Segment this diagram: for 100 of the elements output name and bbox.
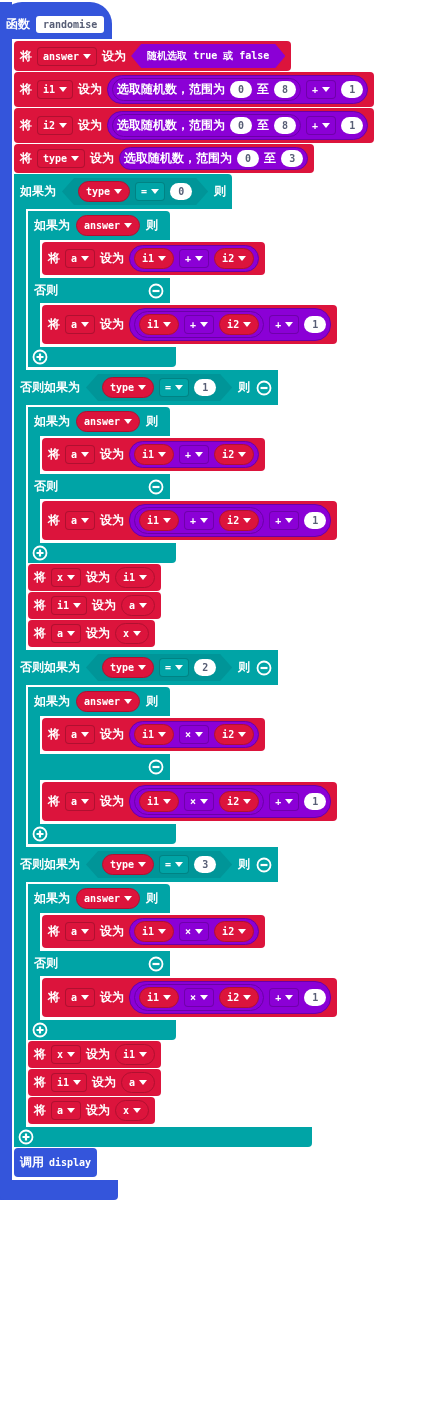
set-block <box>28 1041 162 1068</box>
block-label: 将 <box>34 1102 46 1119</box>
variable-dropdown: i1 <box>134 248 175 269</box>
block-label: 否则 <box>34 955 58 972</box>
operator-dropdown: × <box>184 988 215 1007</box>
number-field: 1 <box>341 117 364 134</box>
block-label: 则 <box>214 183 227 200</box>
set-block <box>14 144 315 173</box>
block-label: 函数 <box>6 16 30 33</box>
variable-dropdown: answer <box>76 215 141 236</box>
variable-dropdown: i1 <box>139 987 180 1008</box>
block-label: 如果为 <box>34 890 70 907</box>
set-block <box>14 41 292 71</box>
variable-dropdown: i2 <box>214 921 255 942</box>
variable-dropdown: i1 <box>139 314 180 335</box>
variable-dropdown: a <box>121 1072 156 1093</box>
block-label: 将 <box>48 793 60 810</box>
block-label: 否则 <box>34 478 58 495</box>
variable-dropdown: answer <box>37 46 98 66</box>
operator-dropdown: = <box>159 378 190 397</box>
block-label: 设为 <box>100 726 125 743</box>
variable-dropdown: type <box>102 377 155 398</box>
block-label: 否则如果为 <box>20 659 80 676</box>
variable-dropdown: a <box>65 922 96 941</box>
set-block <box>28 620 156 647</box>
block-label: 将 <box>34 625 46 642</box>
variable-dropdown: i1 <box>115 1044 156 1065</box>
block-label: 设为 <box>100 989 125 1006</box>
variable-dropdown: i2 <box>214 248 255 269</box>
if-block <box>28 687 338 844</box>
variable-dropdown: type <box>102 854 155 875</box>
set-block <box>14 72 375 107</box>
block-label: 则 <box>146 217 159 234</box>
number-field: 1 <box>341 81 364 98</box>
variable-dropdown: i1 <box>139 791 180 812</box>
operator-dropdown: + <box>269 988 300 1007</box>
variable-dropdown: a <box>51 1101 82 1120</box>
block-label: 将 <box>48 726 60 743</box>
variable-dropdown: i2 <box>219 510 260 531</box>
block-label: 设为 <box>78 117 103 134</box>
block-label: 选取随机数，范围为 <box>124 150 233 167</box>
variable-dropdown: a <box>65 445 96 464</box>
variable-dropdown: i1 <box>115 567 156 588</box>
variable-dropdown: a <box>51 624 82 643</box>
variable-dropdown: answer <box>76 888 141 909</box>
set-block <box>28 592 162 619</box>
variable-dropdown: i1 <box>51 596 88 615</box>
variable-dropdown: type <box>37 149 86 168</box>
block-label: 设为 <box>86 625 111 642</box>
number-field: 1 <box>304 316 327 333</box>
set-block <box>42 242 266 275</box>
number-field: 0 <box>230 81 253 98</box>
block-label: 则 <box>238 856 251 873</box>
block-label: 将 <box>34 1074 46 1091</box>
variable-dropdown: a <box>65 792 96 811</box>
block-label: 至 <box>257 117 270 134</box>
number-field: 1 <box>304 793 327 810</box>
variable-dropdown: i2 <box>37 116 74 135</box>
block-label: 将 <box>20 81 32 98</box>
variable-dropdown: answer <box>76 411 141 432</box>
variable-dropdown: a <box>65 725 96 744</box>
operator-dropdown: × <box>179 725 210 744</box>
variable-dropdown: i2 <box>214 724 255 745</box>
block-label: 设为 <box>86 569 111 586</box>
variable-dropdown: i2 <box>219 791 260 812</box>
block-label: 否则如果为 <box>20 379 80 396</box>
operator-dropdown: + <box>179 445 210 464</box>
variable-dropdown: i1 <box>134 724 175 745</box>
block-label: 设为 <box>100 512 125 529</box>
variable-dropdown: x <box>51 568 82 587</box>
block-label: 则 <box>146 693 159 710</box>
block-label: 设为 <box>92 1074 117 1091</box>
block-label: 将 <box>48 989 60 1006</box>
operator-dropdown: + <box>306 116 337 135</box>
name-field: randomise <box>36 16 105 33</box>
block-label: 设为 <box>100 316 125 333</box>
variable-dropdown: a <box>65 988 96 1007</box>
operator-dropdown: = <box>135 182 166 201</box>
set-block <box>42 438 266 471</box>
variable-dropdown: x <box>51 1045 82 1064</box>
block-label: 设为 <box>100 923 125 940</box>
block-label: 设为 <box>90 150 115 167</box>
number-field: 0 <box>230 117 253 134</box>
variable-dropdown: a <box>65 511 96 530</box>
variable-dropdown: type <box>102 657 155 678</box>
set-block <box>42 978 338 1017</box>
variable-dropdown: i1 <box>134 921 175 942</box>
operator-dropdown: × <box>179 922 210 941</box>
operator-dropdown: = <box>159 658 190 677</box>
block-label: 将 <box>34 597 46 614</box>
set-block <box>42 782 338 821</box>
variable-dropdown: i1 <box>139 510 180 531</box>
set-block <box>28 564 162 591</box>
number-field: 8 <box>274 81 297 98</box>
number-field: 3 <box>194 856 217 873</box>
block-label: 调用 <box>20 1154 44 1171</box>
operator-dropdown: + <box>179 249 210 268</box>
block-label: 否则 <box>34 282 58 299</box>
variable-dropdown: a <box>65 315 96 334</box>
block-label: 设为 <box>102 47 127 65</box>
